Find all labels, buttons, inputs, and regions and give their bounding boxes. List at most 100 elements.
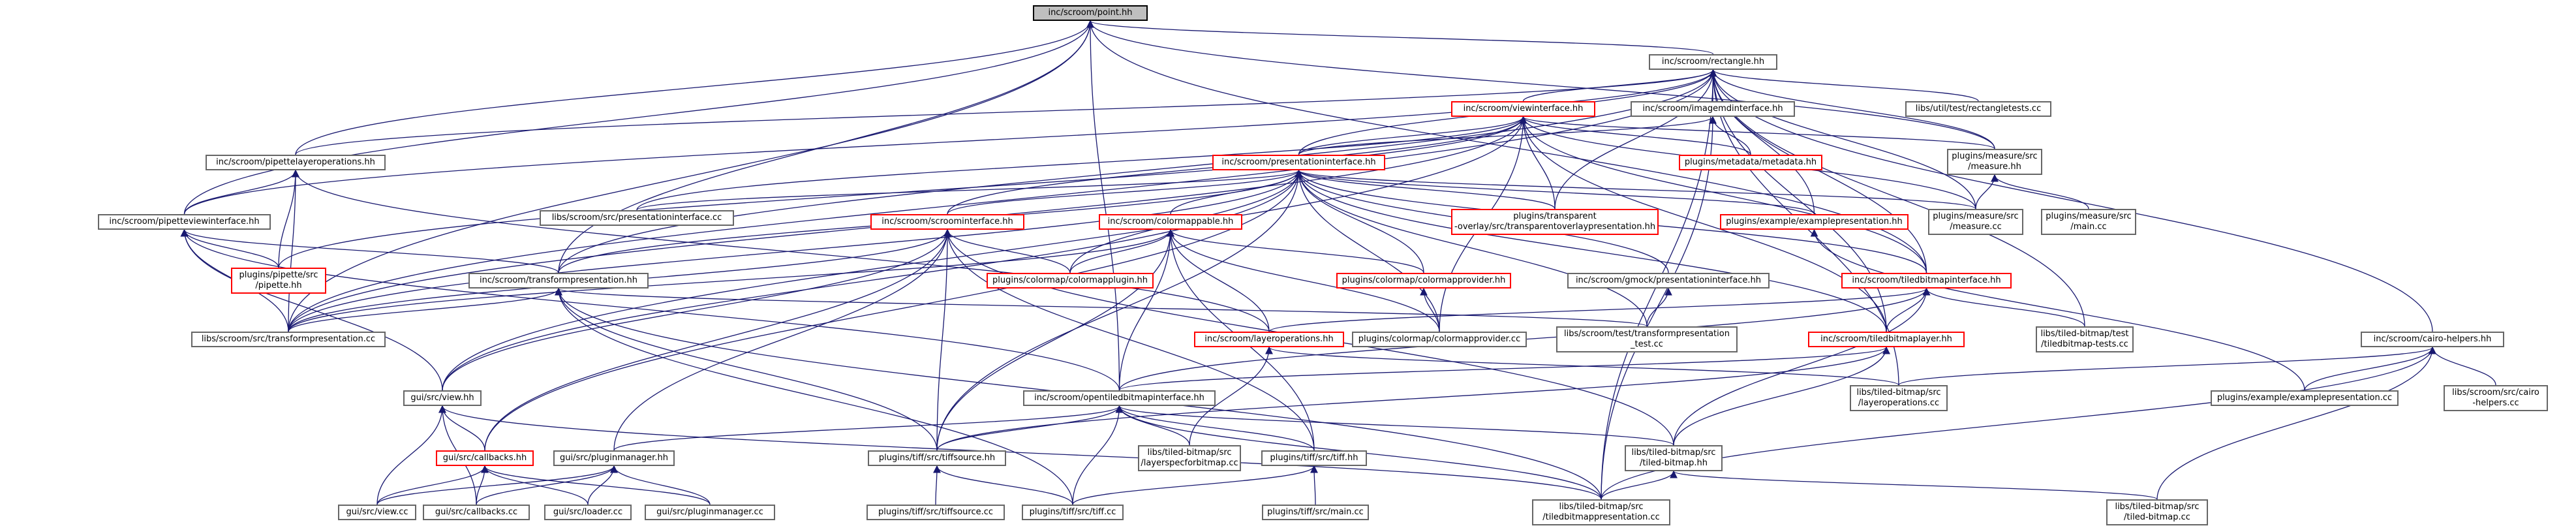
edge-transformpresentation_hh-to-pipetteviewinterface	[180, 228, 559, 273]
node-tiledbitmapinterface-hh[interactable]: inc/scroom/tiledbitmapinterface.hh	[1841, 273, 2012, 288]
node-label-line: plugins/example/examplepresentation.hh	[1726, 217, 1903, 226]
node-cairo-helpers-hh[interactable]: inc/scroom/cairo-helpers.hh	[2361, 332, 2504, 347]
node-colormapplugin-hh[interactable]: plugins/colormap/colormapplugin.hh	[987, 273, 1154, 288]
edge-scroominterface-to-presentationinterface	[947, 169, 1303, 215]
node-tiledbitmappresentation-cc[interactable]: libs/tiled-bitmap/src/tiledbitmappresent…	[1532, 499, 1670, 525]
node-pipettelayeroperations-hh[interactable]: inc/scroom/pipettelayeroperations.hh	[206, 155, 386, 170]
edge-tiff_hh-to-scroominterface	[943, 228, 1315, 451]
node-view-hh[interactable]: gui/src/view.hh	[403, 390, 482, 406]
node-label-line: /layerspecforbitmap.cc	[1141, 458, 1238, 468]
edge-tiff_cc-to-tiff_hh	[1072, 465, 1318, 505]
node-label-line: libs/scroom/src/presentationinterface.cc	[551, 213, 722, 223]
node-transformpresentation-test-cc[interactable]: libs/scroom/test/transformpresentation_t…	[1556, 326, 1738, 352]
node-label-line: libs/scroom/test/transformpresentation	[1564, 329, 1730, 339]
node-rectangle-hh[interactable]: inc/scroom/rectangle.hh	[1649, 54, 1777, 70]
node-colormappable-hh[interactable]: inc/scroom/colormappable.hh	[1099, 214, 1242, 230]
node-tiffsource-cc[interactable]: plugins/tiff/src/tiffsource.cc	[866, 505, 1005, 520]
node-layeroperations-cc[interactable]: libs/tiled-bitmap/src/layeroperations.cc	[1850, 385, 1948, 411]
edge-view_cc-to-pluginmanager_hh	[376, 465, 618, 505]
edge-presentationinterface_cc-to-presentationinterface	[636, 169, 1302, 211]
edge-opentiledbitmapinterface-to-colormappable	[1118, 228, 1174, 391]
node-transformpresentation-hh[interactable]: inc/scroom/transformpresentation.hh	[468, 273, 649, 288]
edge-tiff_cc-to-opentiledbitmapinterface	[1072, 405, 1124, 505]
node-examplepresentation-hh[interactable]: plugins/example/examplepresentation.hh	[1720, 214, 1909, 230]
edge-pipetteviewinterface-to-pipettelayerops	[183, 169, 299, 215]
node-presentationinterface-cc[interactable]: libs/scroom/src/presentationinterface.cc	[540, 210, 734, 226]
node-metadata-hh[interactable]: plugins/metadata/metadata.hh	[1679, 155, 1822, 170]
node-point-hh[interactable]: inc/scroom/point.hh	[1033, 5, 1148, 21]
node-label-line: plugins/colormap/colormapplugin.hh	[992, 275, 1148, 285]
node-label-line: libs/tiled-bitmap/src	[1856, 388, 1941, 398]
node-label-line: inc/scroom/tiledbitmaplayer.hh	[1820, 334, 1952, 344]
node-imagemdinterface-hh[interactable]: inc/scroom/imagemdinterface.hh	[1631, 101, 1795, 117]
edge-tiledbitmappresentation-to-view_hh	[438, 405, 1602, 500]
edge-tiff_cc-to-tiffsource_hh	[933, 465, 1073, 505]
node-label-line: libs/scroom/src/cairo	[2452, 388, 2539, 398]
edge-pluginmanager_cc-to-callbacks_hh	[481, 465, 711, 505]
node-gmock-presentationinterface-hh[interactable]: inc/scroom/gmock/presentationinterface.h…	[1567, 273, 1770, 288]
edge-opentiledbitmapinterface-to-tiledbitmaplayer	[1118, 346, 1890, 391]
node-label-line: libs/scroom/src/transformpresentation.cc	[201, 334, 376, 344]
node-scroominterface-hh[interactable]: inc/scroom/scroominterface.hh	[870, 214, 1024, 230]
node-callbacks-cc[interactable]: gui/src/callbacks.cc	[423, 505, 530, 520]
edge-tiledbitmap_hh-to-tiledbitmapinterface	[1673, 287, 1931, 446]
node-rectangletests-cc[interactable]: libs/util/test/rectangletests.cc	[1905, 101, 2051, 117]
node-label-line: plugins/measure/src	[2046, 211, 2132, 221]
edge-measure_cc-to-presentationinterface	[1295, 169, 1976, 210]
node-examplepresentation-cc[interactable]: plugins/example/examplepresentation.cc	[2211, 390, 2399, 406]
node-measure-main-cc[interactable]: plugins/measure/src/main.cc	[2041, 209, 2136, 235]
edge-tiledbitmaplayer-to-presentationinterface	[1295, 169, 1887, 332]
node-label-line: inc/scroom/transformpresentation.hh	[480, 275, 637, 285]
edge-colormapplugin-to-scroominterface	[943, 228, 1071, 273]
node-layeroperations-hh[interactable]: inc/scroom/layeroperations.hh	[1194, 332, 1344, 347]
edge-transformpresentation_cc-to-point	[288, 20, 1094, 332]
node-viewinterface-hh[interactable]: inc/scroom/viewinterface.hh	[1451, 101, 1595, 117]
edge-tiffsource_hh-to-opentiledbitmapinterface	[936, 405, 1124, 451]
node-label-line: plugins/measure/src	[1952, 151, 2038, 161]
edge-transparentoverlay-to-presentationinterface	[1295, 169, 1556, 210]
node-view-cc[interactable]: gui/src/view.cc	[338, 505, 416, 520]
edge-loader_cc-to-callbacks_hh	[481, 465, 589, 505]
node-colormapprovider-hh[interactable]: plugins/colormap/colormapprovider.hh	[1336, 273, 1511, 288]
node-presentationinterface-hh[interactable]: inc/scroom/presentationinterface.hh	[1212, 155, 1385, 170]
node-label-line: gui/src/view.cc	[346, 507, 408, 517]
edge-opentiledbitmapinterface-to-pipetteviewinterface	[180, 228, 1120, 391]
node-tiff-hh[interactable]: plugins/tiff/src/tiff.hh	[1261, 450, 1367, 466]
node-pluginmanager-hh[interactable]: gui/src/pluginmanager.hh	[553, 450, 675, 466]
node-label-line: /tiled-bitmap.hh	[1639, 458, 1708, 468]
node-cairo-helpers-cc[interactable]: libs/scroom/src/cairo-helpers.cc	[2444, 385, 2548, 411]
node-tiff-cc[interactable]: plugins/tiff/src/tiff.cc	[1022, 505, 1124, 520]
node-pipette-hh[interactable]: plugins/pipette/src/pipette.hh	[231, 268, 326, 294]
node-label-line: plugins/tiff/src/tiffsource.hh	[878, 453, 996, 463]
edge-colormapprovider_hh-to-colormappable	[1167, 228, 1424, 273]
node-label-line: gui/src/view.hh	[410, 393, 474, 403]
edge-layeroperations-to-pipettelayerops	[292, 169, 1270, 332]
node-opentiledbitmapinterface-hh[interactable]: inc/scroom/opentiledbitmapinterface.hh	[1023, 390, 1216, 406]
node-tiled-bitmap-hh[interactable]: libs/tiled-bitmap/src/tiled-bitmap.hh	[1625, 445, 1723, 471]
node-tiledbitmap-tests-cc[interactable]: libs/tiled-bitmap/test/tiledbitmap-tests…	[2036, 326, 2134, 352]
node-label-line: gui/src/pluginmanager.hh	[560, 453, 668, 463]
node-tiff-main-cc[interactable]: plugins/tiff/src/main.cc	[1262, 505, 1369, 520]
node-transformpresentation-cc[interactable]: libs/scroom/src/transformpresentation.cc	[191, 332, 386, 347]
edge-presentationinterface-to-viewinterface	[1298, 116, 1527, 155]
node-measure-cc[interactable]: plugins/measure/src/measure.cc	[1928, 209, 2023, 235]
edge-colormapprovider_cc-to-presentationinterface	[1295, 169, 1440, 332]
node-label-line: /layeroperations.cc	[1858, 398, 1940, 408]
node-label-line: libs/tiled-bitmap/src	[2115, 502, 2200, 512]
node-label-line: plugins/metadata/metadata.hh	[1684, 157, 1817, 167]
node-label-line: /pipette.hh	[255, 281, 302, 290]
node-measure-hh[interactable]: plugins/measure/src/measure.hh	[1947, 149, 2042, 175]
node-tiffsource-hh[interactable]: plugins/tiff/src/tiffsource.hh	[868, 450, 1006, 466]
edge-measure_cc-to-rectangle	[1709, 69, 1976, 210]
edge-view_cc-to-callbacks_hh	[376, 465, 489, 505]
node-loader-cc[interactable]: gui/src/loader.cc	[544, 505, 632, 520]
node-label-line: gui/src/callbacks.hh	[442, 453, 527, 463]
node-transparentoverlaypresentation-hh[interactable]: plugins/transparent-overlay/src/transpar…	[1451, 209, 1659, 235]
node-layerspecforbitmap-cc[interactable]: libs/tiled-bitmap/src/layerspecforbitmap…	[1138, 445, 1241, 471]
node-colormapprovider-cc[interactable]: plugins/colormap/colormapprovider.cc	[1352, 332, 1527, 347]
node-tiledbitmaplayer-hh[interactable]: inc/scroom/tiledbitmaplayer.hh	[1808, 332, 1965, 347]
node-pipetteviewinterface-hh[interactable]: inc/scroom/pipetteviewinterface.hh	[98, 214, 271, 230]
node-pluginmanager-cc[interactable]: gui/src/pluginmanager.cc	[645, 505, 775, 520]
node-tiled-bitmap-cc[interactable]: libs/tiled-bitmap/src/tiled-bitmap.cc	[2106, 499, 2208, 525]
node-callbacks-hh[interactable]: gui/src/callbacks.hh	[436, 450, 534, 466]
